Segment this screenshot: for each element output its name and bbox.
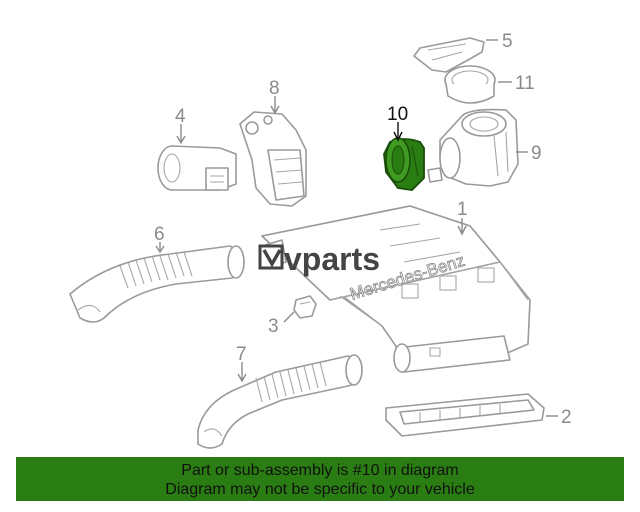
- callout-6: 6: [154, 224, 165, 245]
- callout-5: 5: [502, 31, 513, 52]
- part-6-hose[interactable]: [69, 242, 245, 323]
- part-4-sensor[interactable]: [157, 124, 237, 191]
- part-11-ring[interactable]: [444, 65, 512, 104]
- banner-line-part: Part or sub-assembly is #10 in diagram: [181, 462, 459, 479]
- watermark-text: vparts: [284, 241, 380, 277]
- callout-7: 7: [236, 344, 247, 365]
- part-3-clip[interactable]: [283, 295, 317, 323]
- part-2-filter[interactable]: [385, 393, 558, 437]
- callout-2: 2: [561, 407, 572, 428]
- info-banner: Part or sub-assembly is #10 in diagram D…: [16, 457, 624, 501]
- part-5-clamp[interactable]: [413, 37, 498, 73]
- banner-line-disclaimer: Diagram may not be specific to your vehi…: [165, 481, 475, 498]
- callout-1: 1: [457, 199, 468, 220]
- parts-diagram: Mercedes-Benz vparts 1 2 3 4 5 6 7 8 9 1…: [69, 31, 572, 449]
- watermark-logo: vparts: [258, 241, 380, 277]
- part-10-coupler-highlighted[interactable]: [383, 122, 425, 191]
- callout-10: 10: [387, 104, 408, 125]
- callout-3: 3: [268, 316, 279, 337]
- callout-11: 11: [515, 73, 535, 94]
- callout-4: 4: [175, 106, 186, 127]
- part-1-airbox[interactable]: Mercedes-Benz: [261, 205, 531, 373]
- part-8-throttle-body[interactable]: [239, 96, 307, 207]
- part-7-hose[interactable]: [197, 354, 363, 449]
- part-9-housing[interactable]: [427, 108, 528, 187]
- callout-8: 8: [269, 78, 280, 99]
- callout-9: 9: [531, 143, 542, 164]
